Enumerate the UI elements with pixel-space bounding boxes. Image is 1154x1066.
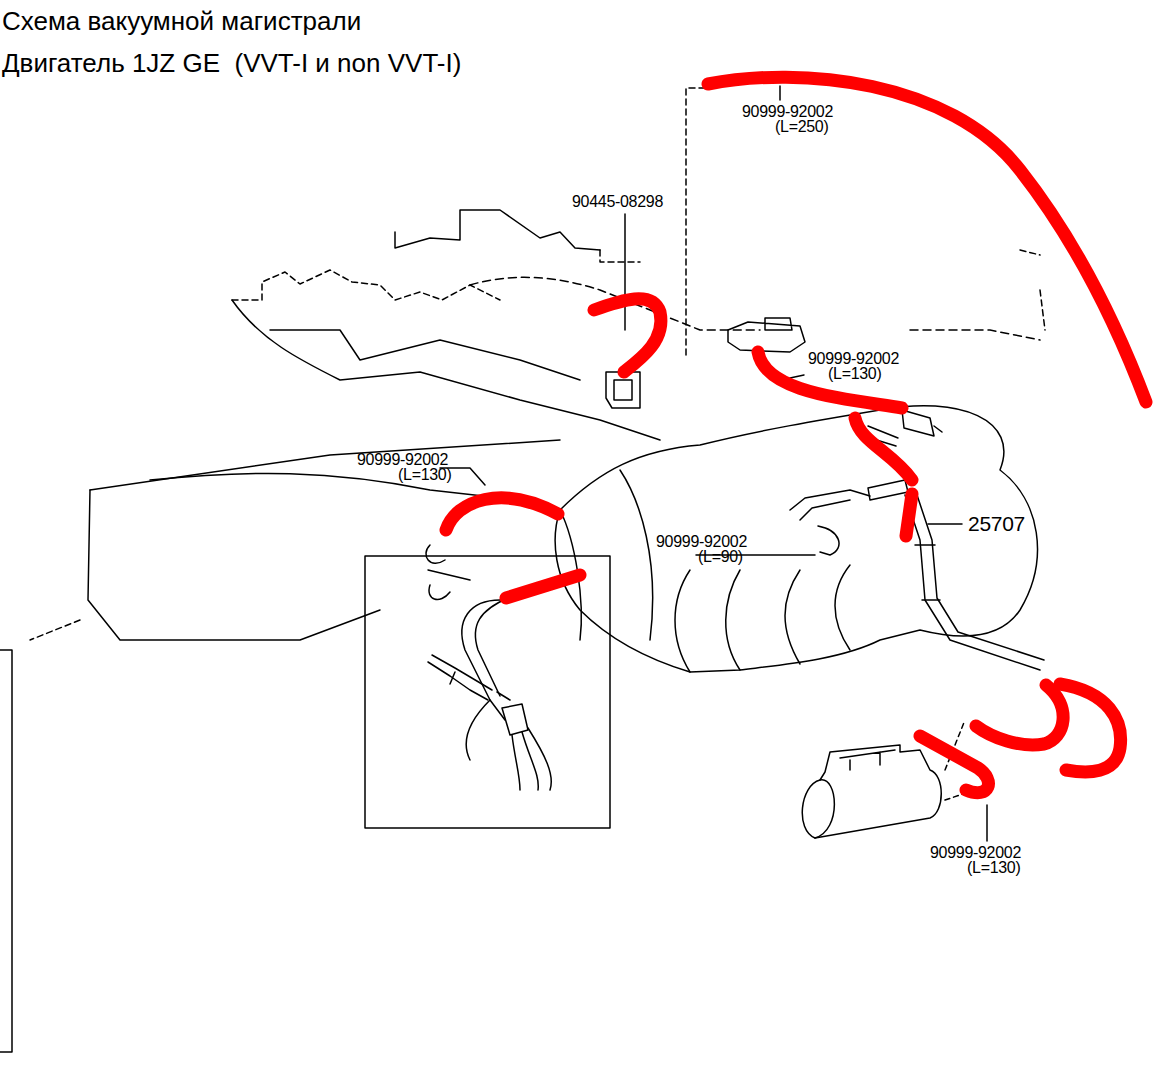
vvt-solenoid: [728, 318, 805, 352]
highlighted-hose: [976, 685, 1063, 745]
vacuum-canister: [815, 780, 834, 838]
highlighted-hose: [594, 299, 661, 372]
part-number: 90999-92002: [930, 845, 1021, 861]
vacuum-canister: [840, 750, 895, 770]
part-number: 90999-92002: [808, 351, 899, 367]
head-outline: [1040, 290, 1045, 330]
intake-manifold: [675, 570, 690, 672]
hose-outline: [790, 490, 870, 555]
hose-outline: [428, 655, 492, 700]
hose-length: (L=130): [828, 366, 882, 382]
hose-outline: [868, 480, 908, 500]
highlighted-hose: [446, 498, 558, 530]
hose-length: (L=90): [698, 549, 743, 565]
highlighted-hose: [1060, 684, 1121, 772]
highlighted-hose: [855, 418, 912, 480]
hose-outline: [502, 704, 528, 735]
head-outline: [600, 250, 640, 262]
hose-length: (L=130): [398, 467, 452, 483]
block-outline: [150, 473, 520, 500]
inset-frame: [365, 556, 610, 828]
vacuum-canister: [802, 745, 941, 838]
leader-line: [790, 375, 804, 378]
head-outline: [270, 330, 580, 380]
hose-length: (L=130): [967, 860, 1021, 876]
sensor: [902, 410, 942, 436]
hose-outline: [466, 692, 510, 760]
highlighted-hose: [758, 352, 902, 408]
guide-line: [686, 88, 705, 355]
vacuum-pipe: [905, 495, 1044, 670]
intake-manifold: [620, 470, 653, 640]
block-outline: [88, 490, 380, 640]
part-number: 90999-92002: [656, 534, 747, 550]
diagram-title: Схема вакуумной магистрали Двигатель 1JZ…: [2, 0, 466, 84]
head-outline: [232, 270, 500, 300]
intake-manifold: [785, 570, 800, 664]
block-outline: [30, 620, 80, 640]
part-number: 90445-08298: [572, 194, 663, 210]
highlighted-hose: [906, 494, 912, 536]
head-outline: [232, 300, 660, 440]
intake-manifold: [835, 565, 850, 650]
part-number: 90999-92002: [742, 104, 833, 120]
leader-line: [624, 214, 626, 330]
part-number: 90999-92002: [357, 452, 448, 468]
leader-line: [928, 523, 962, 525]
block-outline: [90, 440, 560, 490]
hose-outline: [462, 598, 508, 720]
vacuum-pipe: [915, 545, 940, 600]
hose-outline: [426, 545, 470, 599]
head-outline: [395, 210, 600, 250]
leader-line: [986, 805, 988, 841]
head-outline: [1020, 250, 1040, 255]
highlighted-hose: [506, 575, 580, 598]
intake-manifold: [555, 406, 1037, 672]
highlighted-hose: [708, 77, 1146, 402]
highlighted-hose: [920, 736, 988, 793]
intake-manifold: [726, 570, 740, 670]
hose-length: (L=250): [775, 119, 829, 135]
callout-number: 25707: [968, 513, 1025, 534]
bracket-line: [0, 650, 12, 1052]
hose-outline: [512, 728, 551, 790]
head-outline: [910, 330, 1040, 340]
leader-line: [779, 86, 781, 100]
